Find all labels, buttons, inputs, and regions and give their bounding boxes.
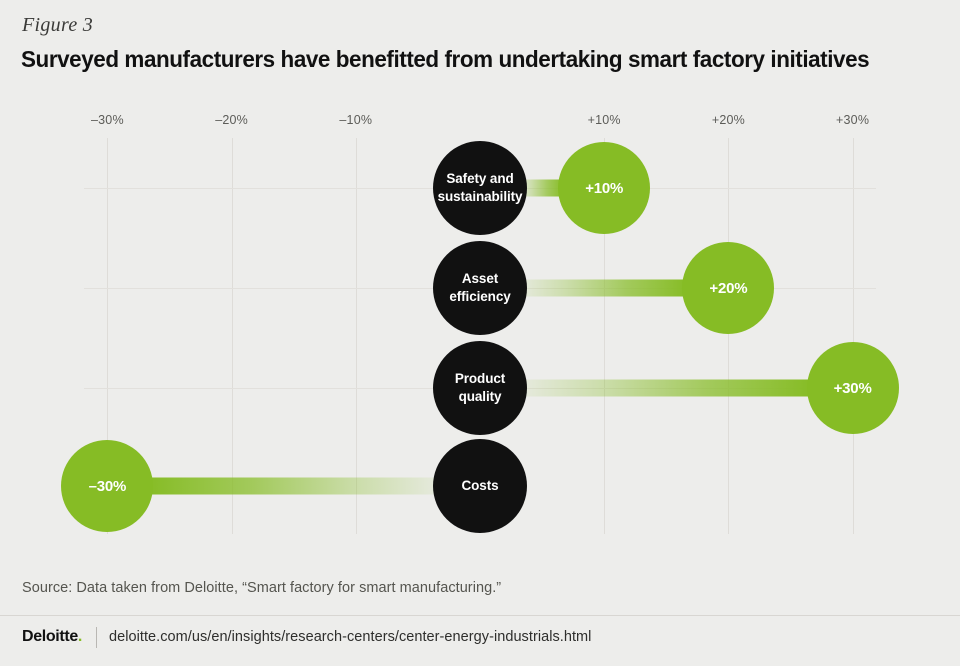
vertical-gridline bbox=[231, 138, 233, 534]
x-tick-label: +20% bbox=[711, 113, 745, 127]
vertical-gridline bbox=[604, 138, 606, 534]
value-bubble: +20% bbox=[682, 242, 775, 334]
brand-dot: . bbox=[77, 628, 82, 645]
category-bubble-label: Costs bbox=[461, 477, 498, 495]
brand-bar: Deloitte. deloitte.com/us/en/insights/re… bbox=[22, 626, 591, 648]
plot-area: +10% Safety and sustainability +20% Asset eff… bbox=[0, 138, 960, 534]
category-label-line-1: Product bbox=[454, 370, 506, 386]
category-label-line-1: Asset bbox=[461, 270, 499, 286]
x-tick-label: +30% bbox=[836, 113, 870, 127]
vertical-gridline bbox=[852, 138, 854, 534]
category-label-line-1: Safety and bbox=[446, 170, 514, 186]
category-bubble: Product quality bbox=[433, 341, 527, 435]
category-bubble-label: Safety and sustainability bbox=[438, 170, 523, 206]
footer-divider bbox=[0, 615, 960, 616]
category-label-line-1: Costs bbox=[461, 477, 499, 493]
vertical-gridline bbox=[355, 138, 357, 534]
figure-title: Surveyed manufacturers have benefitted f… bbox=[21, 46, 870, 72]
connector-bar bbox=[147, 477, 441, 495]
connector-bar bbox=[519, 379, 813, 397]
value-bubble-label: +10% bbox=[585, 179, 624, 197]
x-tick-label: –20% bbox=[215, 113, 248, 127]
category-bubble: Asset efficiency bbox=[433, 241, 527, 335]
vertical-gridline bbox=[728, 138, 730, 534]
deloitte-logo: Deloitte. bbox=[22, 628, 82, 646]
value-bubble-label: –30% bbox=[88, 477, 127, 495]
category-bubble: Costs bbox=[433, 439, 527, 533]
value-bubble: +30% bbox=[806, 342, 899, 434]
value-bubble: +10% bbox=[558, 142, 651, 234]
source-note: Source: Data taken from Deloitte, “Smart… bbox=[22, 580, 502, 596]
x-tick-label: +10% bbox=[587, 113, 621, 127]
x-tick-label: –10% bbox=[339, 113, 373, 127]
figure-label: Figure 3 bbox=[22, 14, 94, 36]
category-label-line-2: quality bbox=[458, 389, 502, 404]
category-bubble-label: Asset efficiency bbox=[449, 270, 510, 306]
category-label-line-2: sustainability bbox=[437, 189, 523, 204]
category-bubble-label: Product quality bbox=[455, 370, 505, 406]
category-bubble: Safety and sustainability bbox=[433, 141, 527, 235]
value-bubble-label: +30% bbox=[833, 379, 872, 397]
category-label-line-2: efficiency bbox=[449, 289, 511, 304]
connector-bar bbox=[519, 279, 689, 297]
vertical-gridline bbox=[107, 138, 109, 534]
brand-url[interactable]: deloitte.com/us/en/insights/research-cen… bbox=[108, 629, 592, 645]
x-tick-label: –30% bbox=[91, 113, 124, 127]
connector-bar bbox=[519, 179, 565, 197]
brand-divider bbox=[95, 626, 97, 648]
brand-name: Deloitte bbox=[22, 628, 78, 645]
value-bubble: –30% bbox=[61, 440, 154, 532]
value-bubble-label: +20% bbox=[709, 279, 748, 297]
